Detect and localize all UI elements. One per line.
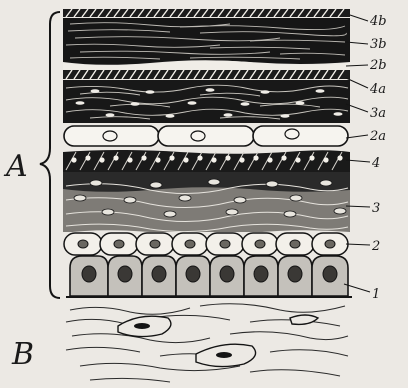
label-3b: 3b: [370, 37, 387, 52]
layer-3b: [63, 18, 350, 65]
label-1: 1: [372, 287, 380, 302]
layer-2: [63, 232, 350, 256]
layer-4: [63, 150, 350, 172]
layer-1: [66, 256, 352, 297]
label-2: 2: [371, 239, 380, 254]
layer-4a: [63, 70, 350, 79]
epidermis-brace: [40, 12, 60, 298]
label-4b: 4b: [369, 14, 387, 29]
label-4: 4: [371, 156, 380, 171]
label-B: B: [11, 337, 34, 372]
label-2b: 2b: [369, 58, 387, 73]
label-2a: 2a: [369, 129, 386, 144]
label-3a: 3a: [370, 106, 386, 121]
label-4a: 4a: [369, 82, 386, 97]
dermis-cells: [118, 315, 318, 367]
label-A: A: [3, 149, 28, 184]
layer-2a: [63, 124, 350, 148]
label-3: 3: [372, 201, 380, 216]
layer-3: [63, 172, 350, 235]
layer-3a: [63, 80, 350, 123]
layer-4b: [63, 9, 350, 17]
